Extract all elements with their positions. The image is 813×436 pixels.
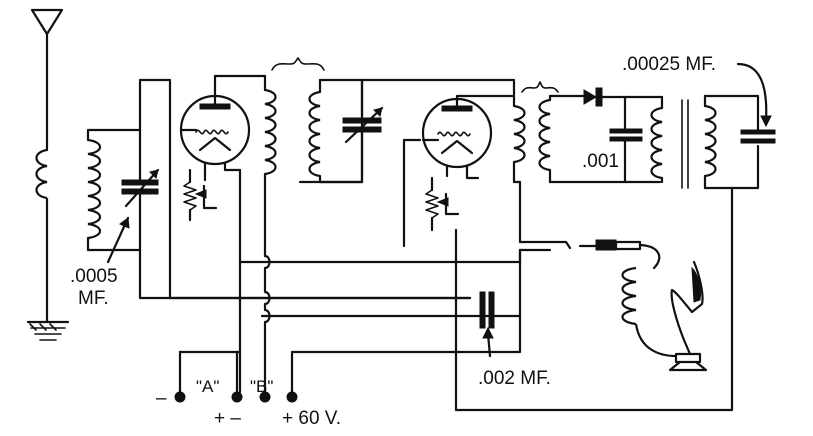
term-minus-label: – bbox=[156, 388, 167, 409]
term-b-label: "B" bbox=[250, 377, 273, 396]
bypass-capacitor-002 bbox=[479, 291, 495, 329]
phone-plug bbox=[578, 239, 661, 270]
cap-ant-label: .0005 bbox=[70, 266, 118, 287]
cap-grid-pointer bbox=[736, 62, 768, 122]
interstage-transformer-1 bbox=[263, 57, 325, 184]
phone-cord bbox=[621, 266, 677, 358]
rheostat-1 bbox=[183, 168, 218, 222]
vacuum-tube-1 bbox=[179, 82, 251, 182]
vacuum-tube-2 bbox=[421, 94, 516, 180]
variable-capacitor-middle bbox=[342, 78, 384, 184]
fixed-capacitor-001 bbox=[609, 95, 643, 184]
grid-capacitor-00025 bbox=[740, 129, 776, 144]
terminal-b-plus bbox=[286, 391, 298, 403]
phone-jack bbox=[518, 234, 572, 252]
antenna-symbol bbox=[30, 8, 64, 152]
term-a-label: "A" bbox=[196, 377, 219, 396]
cap-fixed-label: .001 bbox=[582, 151, 619, 172]
antenna-coil bbox=[35, 148, 49, 322]
rheostat-2 bbox=[425, 176, 460, 232]
input-secondary-coil bbox=[86, 128, 142, 252]
headphone-icon bbox=[668, 260, 708, 372]
terminal-a-minus bbox=[174, 391, 186, 403]
cap-bypass-label: .002 MF. bbox=[478, 368, 551, 389]
variable-capacitor-0005 bbox=[121, 128, 160, 252]
ground-symbol bbox=[26, 320, 70, 341]
crystal-detector bbox=[583, 87, 664, 107]
cap-grid-label: .00025 MF. bbox=[622, 54, 716, 75]
audio-transformer bbox=[650, 94, 717, 190]
terminal-a-plus bbox=[231, 391, 243, 403]
term-pm-label: + – bbox=[214, 408, 241, 429]
term-60v-label: + 60 V. bbox=[282, 408, 341, 429]
cap-ant-unit-label: MF. bbox=[78, 288, 109, 309]
